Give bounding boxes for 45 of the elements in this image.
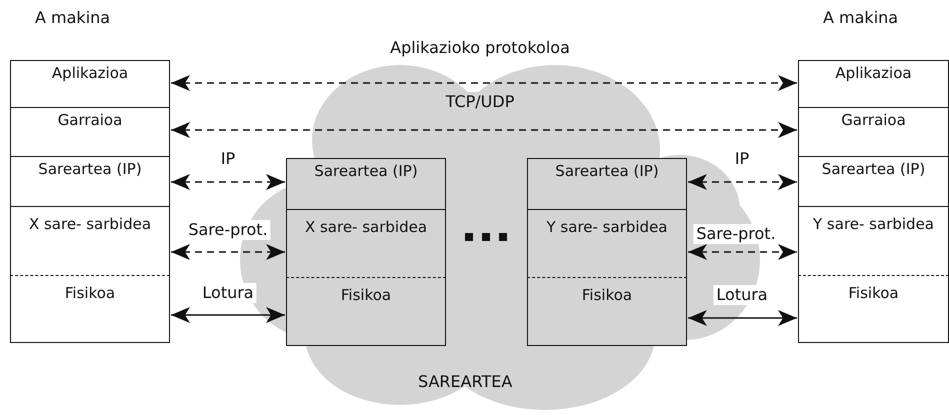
layer-label: X sare- sarbidea <box>28 214 152 235</box>
layer-box <box>798 107 949 157</box>
layer-box <box>10 206 170 276</box>
layer-label: Sareartea (IP) <box>314 161 418 182</box>
double-arrow <box>688 174 797 190</box>
protocol-stack <box>798 8 949 343</box>
layer-label: Fisikoa <box>340 285 392 306</box>
double-arrow <box>171 174 285 190</box>
double-arrow <box>688 244 797 260</box>
double-arrow <box>688 310 797 326</box>
layer-box <box>286 277 446 346</box>
stack-heading: A makina <box>35 8 110 27</box>
layer-box <box>798 156 949 207</box>
layer-box <box>10 107 170 157</box>
layer-label: Fisikoa <box>582 285 632 306</box>
layer-box <box>798 275 949 343</box>
layer-label: Garraioa <box>58 110 122 131</box>
layer-label: X sare- sarbidea <box>304 217 428 238</box>
double-arrow <box>171 307 285 323</box>
layer-box <box>527 158 687 210</box>
layer-label: Sareartea (IP) <box>38 159 142 180</box>
layer-box <box>286 209 446 278</box>
layer-box <box>286 158 446 210</box>
layer-label: Sareartea (IP) <box>822 159 926 180</box>
layer-label: Aplikazioa <box>835 63 912 84</box>
protocol-stack <box>10 8 170 343</box>
layer-label: Y sare- sarbidea <box>813 214 934 235</box>
layer-label: Garraioa <box>841 110 906 131</box>
double-arrow <box>171 75 797 91</box>
cloud-label: SAREARTEA <box>418 372 512 391</box>
layer-label: Fisikoa <box>64 283 116 304</box>
layer-box <box>527 277 687 346</box>
layer-box <box>798 60 949 108</box>
layer-label: Aplikazioa <box>52 63 128 84</box>
double-arrow <box>171 244 285 260</box>
double-arrow <box>171 122 797 138</box>
layer-label: Sareartea (IP) <box>555 161 659 182</box>
layer-box <box>10 156 170 207</box>
layer-box <box>798 206 949 276</box>
layer-box <box>10 60 170 108</box>
layer-box <box>527 209 687 278</box>
layer-label: Y sare- sarbidea <box>546 217 668 238</box>
layer-box <box>10 275 170 343</box>
stack-heading: A makina <box>823 8 898 27</box>
layer-label: Fisikoa <box>848 283 899 304</box>
